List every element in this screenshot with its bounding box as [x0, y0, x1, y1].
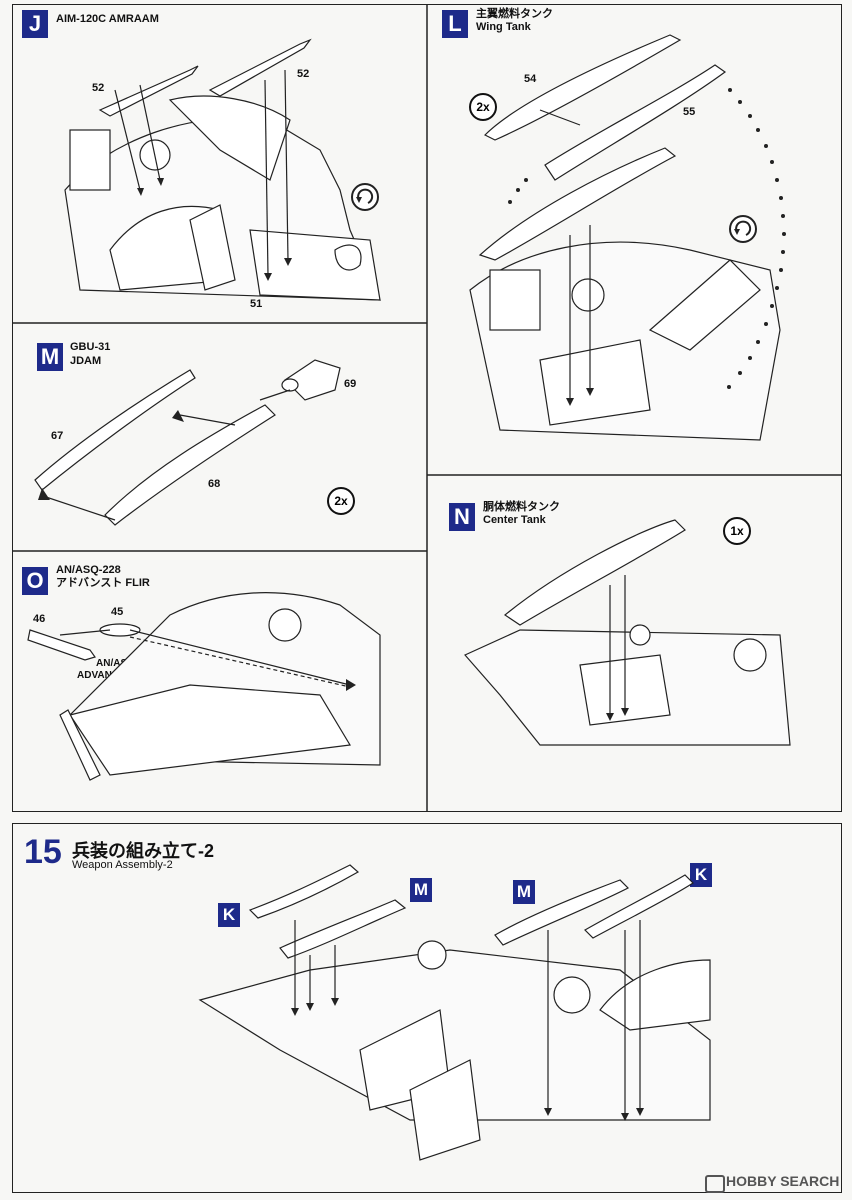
panel-o-badge: O — [22, 567, 48, 595]
step15-marker-k-right: K — [690, 863, 712, 887]
panel-m-part-68: 68 — [208, 478, 221, 490]
step15-frame — [12, 823, 842, 1193]
panel-l-illustration — [469, 34, 786, 441]
rotate-view-icon — [729, 215, 757, 243]
step15-number: 15 — [24, 833, 62, 871]
panel-l-badge: L — [442, 10, 468, 38]
hobby-search-logo-icon — [705, 1175, 725, 1193]
panel-m-illustration — [34, 359, 341, 526]
panel-m-part-67: 67 — [51, 430, 64, 442]
watermark-text: HOBBY SEARCH — [726, 1173, 840, 1189]
step15-marker-k-left: K — [218, 903, 240, 927]
panel-m-title-line2: JDAM — [70, 355, 102, 367]
step15-title: 兵装の組み立て-2 — [72, 841, 215, 861]
step15-marker-m-left: M — [410, 878, 432, 902]
panel-n-title-jp: 胴体燃料タンク — [483, 501, 560, 513]
panel-j-part-52b: 52 — [297, 68, 310, 80]
panel-m-title-line1: GBU-31 — [70, 341, 111, 353]
panel-o-part-45: 45 — [111, 606, 124, 618]
panel-l-title-en: Wing Tank — [476, 21, 531, 33]
panel-o-part-46: 46 — [33, 613, 46, 625]
panel-j-title: AIM-120C AMRAAM — [56, 13, 159, 25]
step15-subtitle: Weapon Assembly-2 — [72, 859, 173, 871]
panel-j-badge: J — [22, 10, 48, 38]
panel-j-part-52a: 52 — [92, 82, 105, 94]
panel-l-quantity: 2x — [469, 93, 497, 121]
panel-o-illustration — [27, 592, 381, 781]
panel-l-part-54: 54 — [524, 73, 537, 85]
step15-illustration — [198, 864, 711, 1161]
step15-marker-m-right: M — [513, 880, 535, 904]
panel-o-title-line1: AN/ASQ-228 — [56, 564, 121, 576]
panel-n-quantity: 1x — [723, 517, 751, 545]
panel-m-part-69: 69 — [344, 378, 357, 390]
panel-l-title-jp: 主翼燃料タンク — [476, 8, 553, 20]
rotate-view-icon — [351, 183, 379, 211]
panel-o-title-line2: アドバンスト FLIR — [56, 577, 150, 589]
panel-m-quantity: 2x — [327, 487, 355, 515]
panel-n-title-en: Center Tank — [483, 514, 546, 526]
panel-j-illustration — [64, 38, 381, 301]
panel-l-part-55: 55 — [683, 106, 696, 118]
panel-n-badge: N — [449, 503, 475, 531]
panel-j-part-51: 51 — [250, 298, 263, 310]
panel-m-badge: M — [37, 343, 63, 371]
panel-n-illustration — [464, 519, 791, 746]
